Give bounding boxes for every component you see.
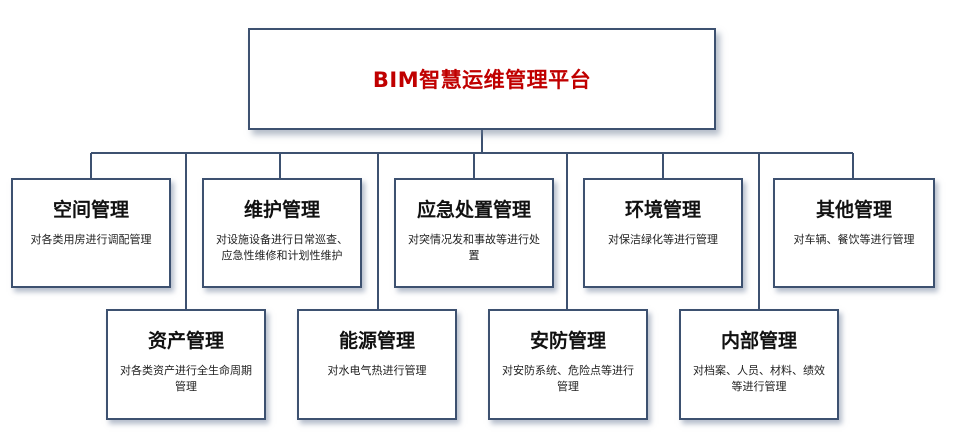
node-description: 对档案、人员、材料、绩效等进行管理 — [693, 364, 825, 393]
node-title: 能源管理 — [338, 330, 415, 352]
root-box: BIM智慧运维管理平台 — [248, 28, 716, 130]
node-description: 对水电气热进行管理 — [327, 364, 427, 377]
node-space-management: 空间管理 对各类用房进行调配管理 — [11, 178, 171, 288]
node-security-management: 安防管理 对安防系统、危险点等进行管理 — [488, 309, 648, 420]
node-description: 对设施设备进行日常巡查、应急性维修和计划性维护 — [216, 233, 348, 262]
node-emergency-management: 应急处置管理 对突情况发和事故等进行处置 — [394, 178, 554, 288]
node-title: 其他管理 — [815, 199, 892, 221]
root-title: BIM智慧运维管理平台 — [372, 68, 592, 92]
node-title: 应急处置管理 — [416, 199, 531, 221]
node-description: 对保洁绿化等进行管理 — [608, 233, 718, 246]
node-title: 安防管理 — [529, 330, 606, 352]
node-title: 空间管理 — [52, 199, 129, 221]
node-description: 对各类资产进行全生命周期管理 — [120, 364, 252, 393]
node-other-management: 其他管理 对车辆、餐饮等进行管理 — [773, 178, 935, 288]
node-internal-management: 内部管理 对档案、人员、材料、绩效等进行管理 — [679, 309, 839, 420]
node-description: 对安防系统、危险点等进行管理 — [502, 364, 634, 393]
node-title: 内部管理 — [720, 330, 797, 352]
node-title: 资产管理 — [147, 330, 224, 352]
node-description: 对车辆、餐饮等进行管理 — [793, 233, 915, 246]
node-title: 维护管理 — [243, 199, 320, 221]
node-maintenance-management: 维护管理 对设施设备进行日常巡查、应急性维修和计划性维护 — [202, 178, 362, 288]
node-description: 对突情况发和事故等进行处置 — [408, 233, 540, 262]
node-environment-management: 环境管理 对保洁绿化等进行管理 — [583, 178, 743, 288]
node-title: 环境管理 — [624, 199, 701, 221]
node-description: 对各类用房进行调配管理 — [30, 233, 152, 246]
node-energy-management: 能源管理 对水电气热进行管理 — [297, 309, 457, 420]
node-asset-management: 资产管理 对各类资产进行全生命周期管理 — [106, 309, 266, 420]
